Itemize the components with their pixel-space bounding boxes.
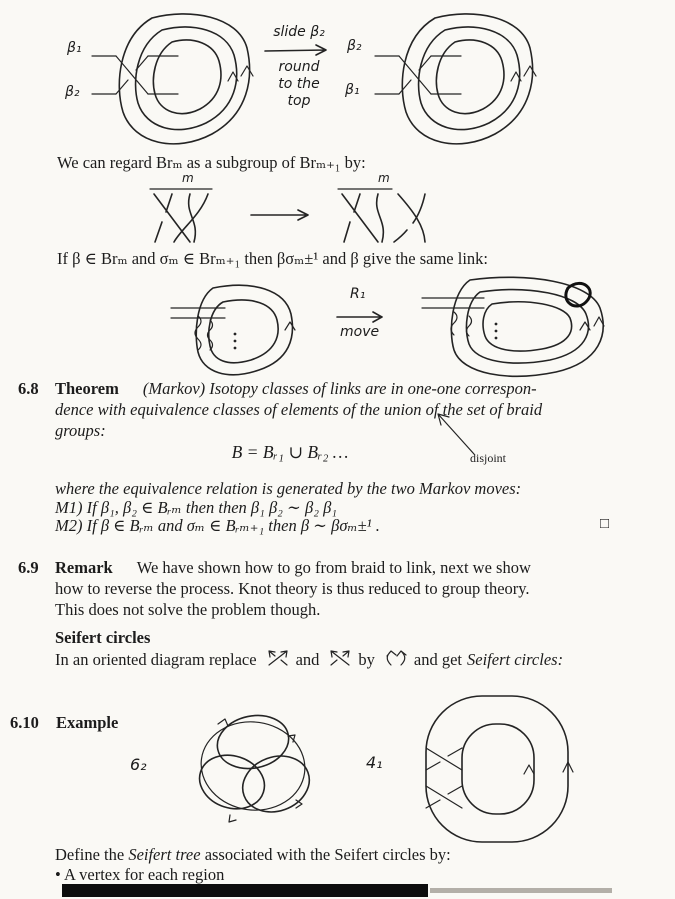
theorem-block: 6.8 Theorem (Markov) Isotopy classes of li… — [18, 378, 648, 441]
sentence-tail-italic: Seifert circles: — [467, 650, 564, 669]
annotation-arrow-icon — [437, 413, 475, 455]
strand-count-label: m — [182, 171, 194, 185]
crossing-negative-icon — [267, 650, 288, 666]
theorem-line-3: groups: — [55, 421, 106, 440]
smoothing-icon — [386, 650, 407, 666]
example-title: Example — [56, 713, 119, 732]
sentence-by: by — [358, 650, 375, 669]
example-number: 6.10 — [10, 713, 39, 732]
knot-label-4-1: 4₁ — [366, 753, 383, 772]
figure-braid-inclusion: m m — [130, 171, 460, 248]
markov-move-2: M2) If β ∈ Bᵣₘ and σₘ ∈ Bᵣₘ₊₁ then β ∼ β… — [55, 516, 380, 535]
braid-sketch-small-right — [337, 188, 426, 243]
knot-sketch-6-2 — [198, 714, 311, 823]
right-arrow-icon — [250, 209, 309, 221]
braid-strand-label: β₁ — [67, 40, 82, 56]
paragraph-sigma: If β ∈ Brₘ and σₘ ∈ Brₘ₊₁ then βσₘ±¹ and… — [57, 249, 488, 268]
handwritten-note-slide: slide β₂ round to the top — [251, 24, 347, 110]
remark-line-3: This does not solve the problem though. — [55, 600, 321, 619]
define-post: associated with the Seifert circles by: — [204, 845, 451, 864]
handwritten-note-move: move — [340, 324, 380, 340]
bullet-vertex-region: • A vertex for each region — [55, 865, 225, 884]
figure-braid-closure-slide: β₁ β₂ slide β₂ round to the top β₂ β₁ — [55, 2, 585, 154]
note-line: to the — [278, 76, 320, 92]
handwritten-note-r1: R₁ — [350, 286, 366, 302]
seifert-replace-sentence: In an oriented diagram replace and by and g… — [55, 648, 615, 670]
note-line: round — [278, 59, 320, 75]
sentence-intro: In an oriented diagram replace — [55, 650, 257, 669]
remark-number: 6.9 — [18, 558, 39, 577]
qed-box: □ — [600, 516, 610, 532]
seifert-heading: Seifert circles — [55, 628, 151, 647]
remark-line-2: how to reverse the process. Knot theory … — [55, 579, 530, 598]
sentence-and: and — [295, 650, 320, 669]
braid-sketch-small-left — [149, 188, 213, 243]
figure-r1-move: R₁ move — [140, 272, 630, 378]
scan-edge-artifact-light — [430, 888, 612, 893]
scan-edge-artifact — [62, 884, 428, 897]
note-line: slide β₂ — [273, 24, 325, 40]
equation-braid-union: B = Bᵣ₁ ∪ Bᵣ₂ … — [231, 442, 349, 462]
crossing-positive-icon — [330, 650, 350, 666]
right-arrow-icon — [264, 44, 327, 56]
note-line: top — [287, 93, 311, 109]
right-arrow-icon — [336, 311, 383, 323]
knot-sketch-4-1 — [425, 695, 574, 843]
strand-count-label: m — [378, 171, 390, 185]
remark-line-1: We have shown how to go from braid to li… — [136, 558, 531, 577]
remark-title: Remark — [55, 558, 113, 577]
markov-move-1: M1) If β₁, β₂ ∈ Bᵣₘ then then β₁ β₂ ∼ β₂… — [55, 498, 338, 517]
braid-strand-label: β₁ — [345, 82, 360, 98]
link-closure-sketch-left — [170, 284, 296, 376]
sentence-tail: and get — [413, 650, 462, 669]
define-italic: Seifert tree — [128, 845, 201, 864]
remark-block: 6.9 Remark We have shown how to go from br… — [18, 557, 633, 620]
braid-closure-sketch-left — [91, 13, 254, 145]
example-heading: 6.10 Example — [10, 712, 118, 733]
knot-label-6-2: 6₂ — [130, 755, 147, 774]
braid-closure-sketch-right — [374, 13, 537, 145]
theorem-line-1: (Markov) Isotopy classes of links are in… — [142, 379, 537, 398]
theorem-number: 6.8 — [18, 379, 39, 398]
theorem-title: Theorem — [55, 379, 119, 398]
theorem-line-2: dence with equivalence classes of elemen… — [55, 400, 543, 419]
braid-strand-label: β₂ — [347, 38, 362, 54]
paragraph-subgroup: We can regard Brₘ as a subgroup of Brₘ₊₁… — [57, 153, 366, 172]
link-closure-sketch-right — [421, 276, 605, 377]
define-pre: Define the — [55, 845, 125, 864]
define-seifert-tree-line: Define the Seifert tree associated with … — [55, 844, 615, 865]
theorem-where-line: where the equivalence relation is genera… — [55, 479, 522, 498]
braid-strand-label: β₂ — [65, 84, 80, 100]
annotation-disjoint: disjoint — [470, 451, 507, 465]
